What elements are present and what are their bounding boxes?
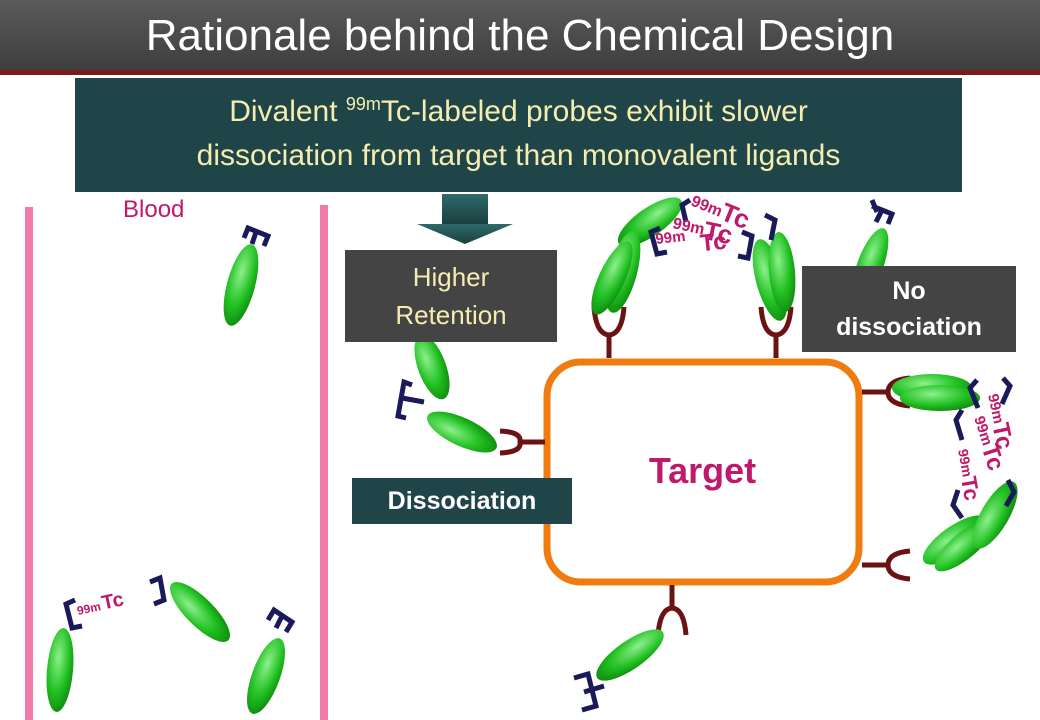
banner-line-1: Divalent 99mTc-labeled probes exhibit sl… xyxy=(229,94,808,128)
down-arrow-icon xyxy=(417,194,513,244)
svg-text:Tc: Tc xyxy=(986,420,1018,451)
conclusion-banner: Divalent 99mTc-labeled probes exhibit sl… xyxy=(75,78,962,192)
svg-text:99m: 99m xyxy=(984,392,1007,425)
svg-text:99m: 99m xyxy=(655,228,687,248)
banner-superscript: 99m xyxy=(345,94,381,114)
tc-label-blood: 99m Tc xyxy=(76,588,126,618)
svg-text:Tc: Tc xyxy=(956,474,985,502)
svg-text:Tc: Tc xyxy=(699,228,728,258)
membrane-right xyxy=(320,205,328,720)
higher-retention-box: Higher Retention xyxy=(345,250,557,342)
ligand-group xyxy=(46,197,1018,714)
receptor-bottom xyxy=(655,585,689,636)
membrane-left xyxy=(25,207,33,720)
svg-text:99m: 99m xyxy=(76,599,102,618)
dissociation-box: Dissociation xyxy=(352,478,572,524)
target-box xyxy=(543,358,863,586)
receptor-left xyxy=(499,428,545,456)
target-label: Target xyxy=(648,450,757,491)
tc-label-right-1: 99m Tc xyxy=(984,392,1018,451)
title-bar xyxy=(0,0,1040,70)
svg-text:Tc: Tc xyxy=(100,588,126,614)
linker-brackets xyxy=(63,197,1017,713)
svg-text:Tc: Tc xyxy=(701,215,735,250)
banner-line-2: dissociation from target than monovalent… xyxy=(196,139,841,172)
svg-text:99m: 99m xyxy=(955,448,976,478)
blood-label: Blood xyxy=(123,196,185,223)
tc-label-right-3: 99m Tc xyxy=(955,448,985,503)
slide-title: Rationale behind the Chemical Design xyxy=(145,11,895,60)
title-underline xyxy=(0,70,1040,75)
tc-label-top-2: 99m Tc xyxy=(671,215,735,250)
no-dissociation-box: No dissociation xyxy=(802,266,1016,352)
receptor-top-right xyxy=(758,306,794,358)
tc-label-top-3: 99m Tc xyxy=(655,228,728,258)
receptor-top-left xyxy=(591,306,627,358)
svg-text:99m: 99m xyxy=(671,215,706,238)
receptor-right-bottom xyxy=(862,548,911,582)
